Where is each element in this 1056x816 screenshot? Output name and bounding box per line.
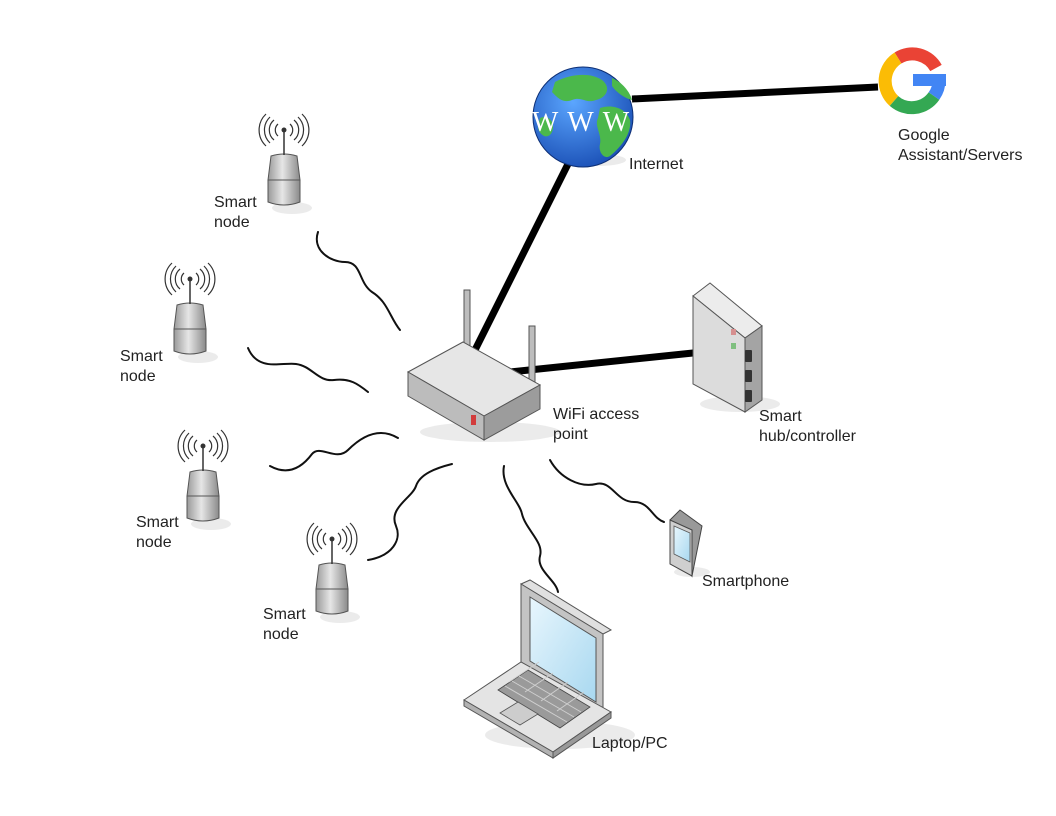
hub-icon: [692, 282, 780, 413]
google-label-line2: Assistant/Servers: [898, 147, 1023, 164]
laptop-icon: [463, 579, 635, 759]
smartphone-icon: [669, 509, 710, 578]
hub-label-line2: hub/controller: [759, 428, 856, 445]
smartphone-label: Smartphone: [702, 573, 790, 590]
google-label-line1: Google: [898, 127, 950, 144]
hub-label-line1: Smart: [759, 408, 802, 425]
smart-node-label: Smart node: [120, 347, 163, 387]
wifi-label-line2: point: [553, 426, 588, 443]
smart-node-label: Smart node: [263, 605, 306, 645]
smart-node-label: Smart node: [136, 513, 179, 553]
smart-node-label: Smart node: [214, 193, 257, 233]
google-logo-icon: [878, 47, 946, 115]
smart-node-icon: [177, 429, 232, 531]
wireless-link-node3: [269, 432, 399, 472]
link-router-internet: [471, 158, 574, 352]
wireless-link-node1: [315, 231, 401, 331]
smart-node-icon: [306, 522, 361, 624]
laptop-label: Laptop/PC: [592, 735, 668, 752]
smart-node-label-line1: Smart: [263, 606, 306, 623]
internet-label: Internet: [629, 156, 684, 173]
wireless-link-node2: [247, 347, 369, 393]
wireless-link-smartphone: [549, 459, 665, 523]
smart-node-label-line1: Smart: [120, 348, 163, 365]
wifi-label-line1: WiFi access: [553, 406, 640, 423]
smart-node-label-line2: node: [263, 626, 299, 643]
smart-node-label-line2: node: [136, 534, 172, 551]
smart-node-label-line1: Smart: [214, 194, 257, 211]
wifi-access-point-label: WiFi access point: [553, 405, 639, 445]
link-router-hub: [509, 349, 694, 376]
smart-node-label-line1: Smart: [136, 514, 179, 531]
wireless-link-laptop: [502, 465, 559, 593]
smart-node-label-line2: node: [214, 214, 250, 231]
router-icon: [406, 289, 560, 442]
link-internet-google: [631, 83, 879, 103]
smart-node-icon: [258, 113, 313, 215]
smart-node-label-line2: node: [120, 368, 156, 385]
smart-hub-label: Smart hub/controller: [759, 407, 856, 447]
globe-www-text: WWW: [532, 107, 638, 138]
wireless-link-node4: [367, 463, 453, 561]
google-label: Google Assistant/Servers: [898, 126, 1022, 166]
globe-icon: WWW: [532, 66, 638, 168]
smart-node-icon: [164, 262, 219, 364]
